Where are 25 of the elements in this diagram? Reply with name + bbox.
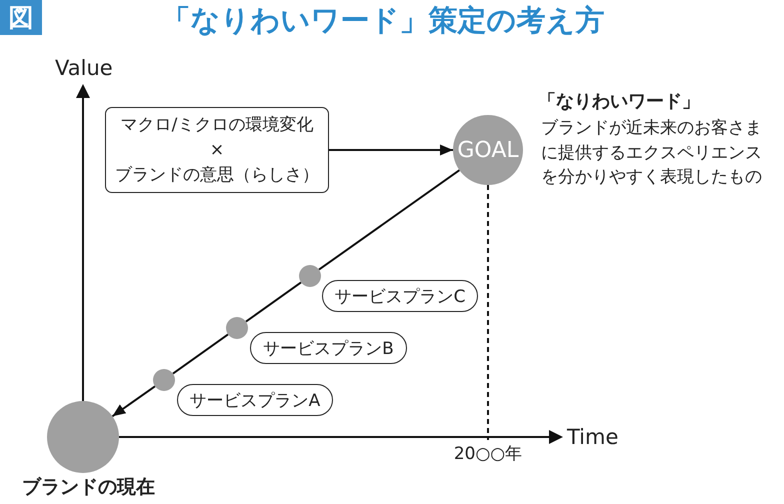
times-sign: × [210,138,224,162]
factor-text: ブランドの意思（らしさ） [115,164,319,186]
tick-label: 20○○年 [450,440,526,468]
rounded-label: サービスプランB [250,332,407,364]
note-text: ブランドが近未来のお客さまに提供するエクスペリエンスを分かりやすく表現したもの [541,117,763,189]
axis-label: Time [567,424,618,450]
arrow [329,144,453,156]
rounded-label: サービスプランC [322,280,478,312]
node-label: ブランドの現在 [22,475,155,499]
circle-label: GOAL [457,138,519,162]
factor-text: マクロ/ミクロの環境変化 [120,114,314,136]
dot-marker [226,317,248,339]
rounded-label: サービスプランA [177,384,333,416]
dot-marker [299,265,321,287]
figure-badge: 図 [0,0,42,35]
text-box [105,107,329,193]
connector-line [245,282,302,322]
dashed-line [487,185,489,440]
dot-marker [153,369,175,391]
connector-line [172,334,229,374]
arrow [112,385,156,418]
connector-line [318,169,460,270]
diagram-title: 「なりわいワード」策定の考え方 [162,2,604,39]
axis-label: Value [55,55,113,81]
note-heading: 「なりわいワード」 [538,90,700,114]
